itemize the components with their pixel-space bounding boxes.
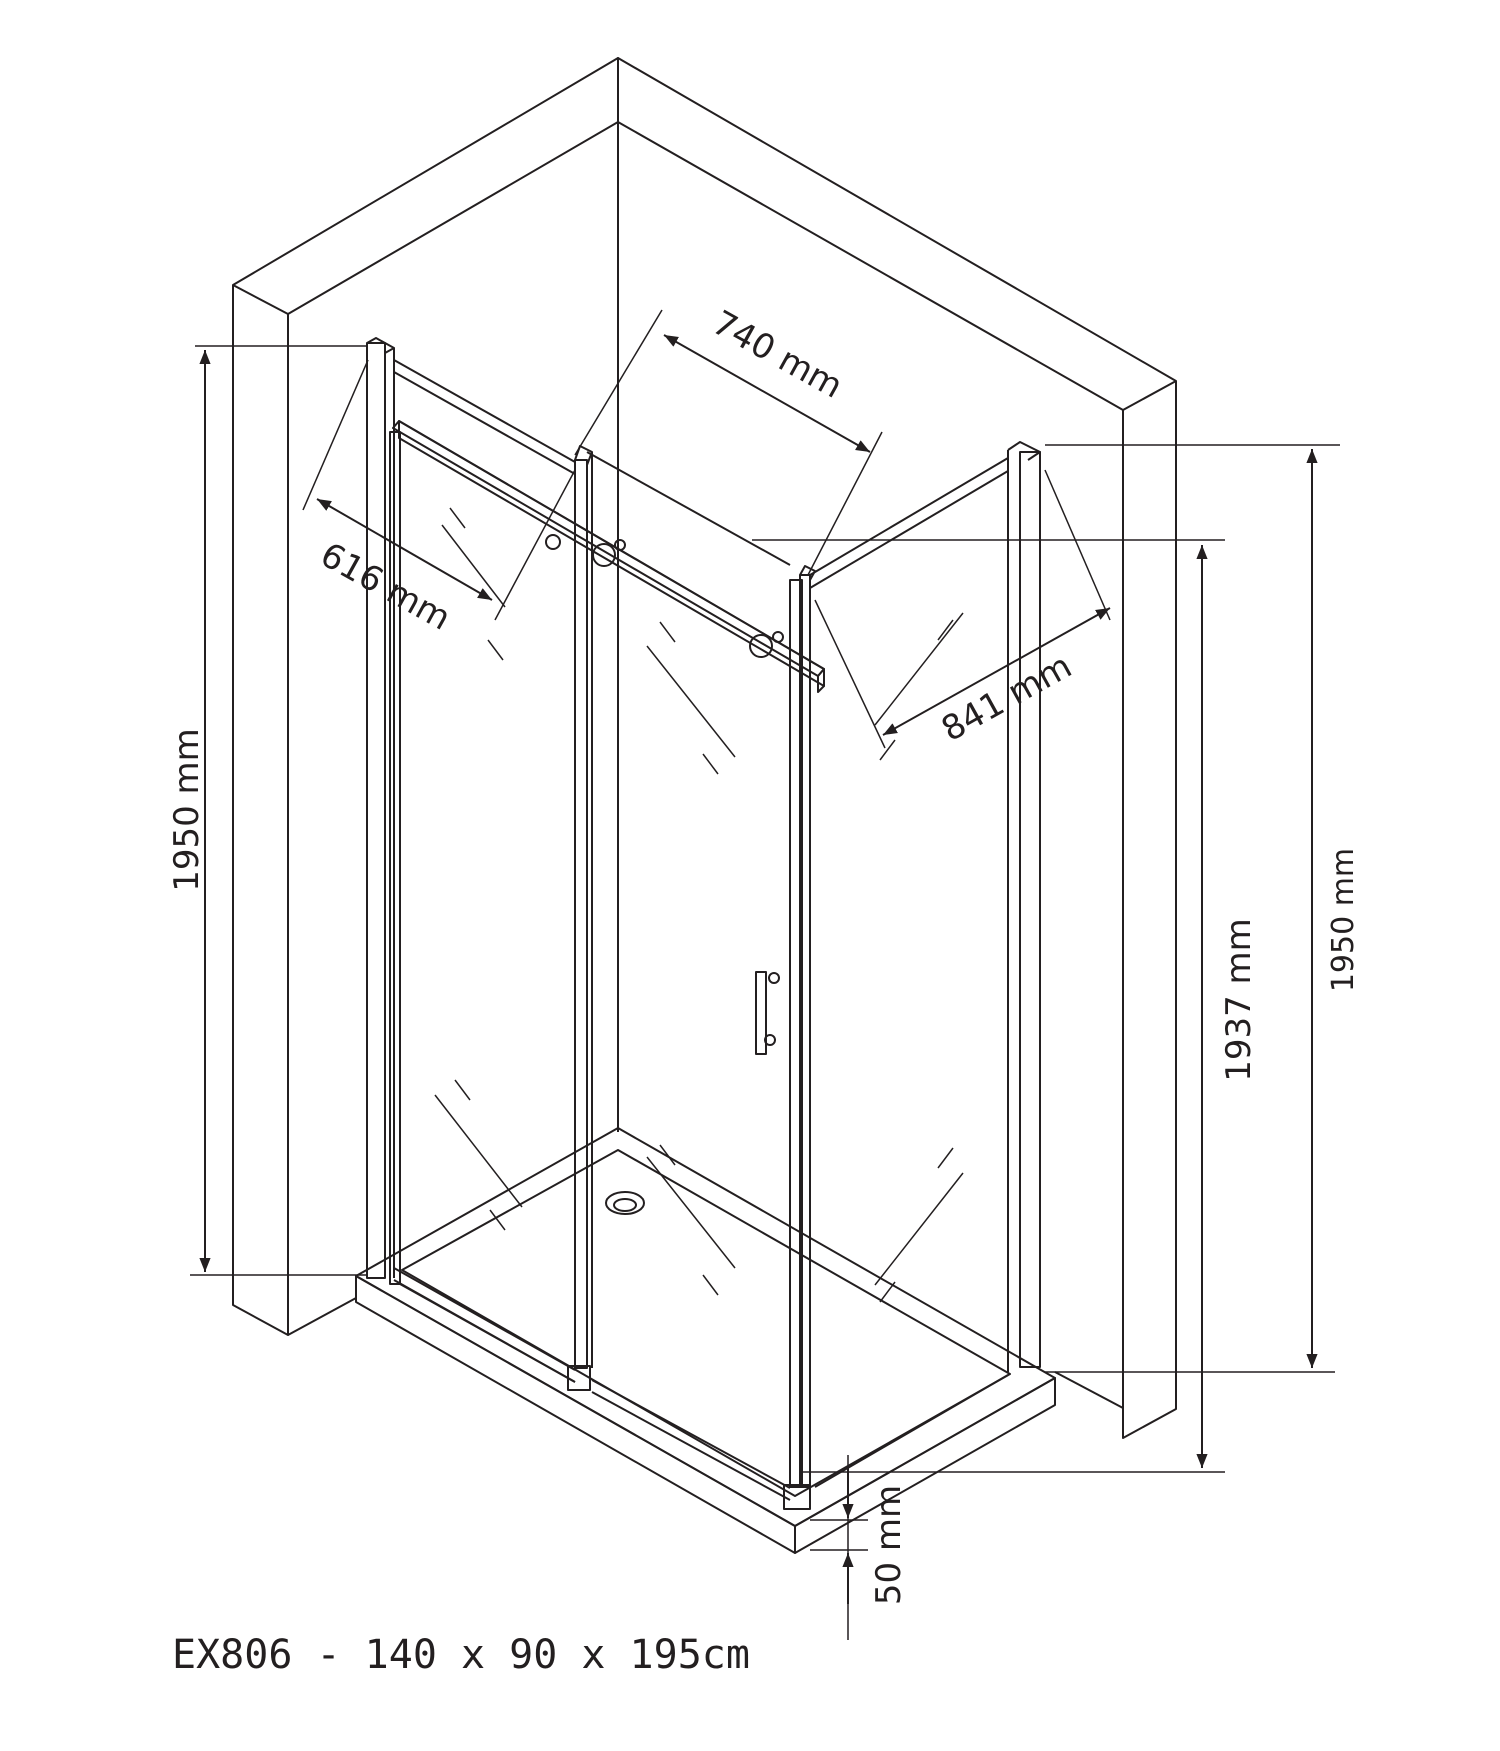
right-wall-inner-edge (1122, 380, 1177, 411)
right-wall-profile (1019, 451, 1041, 1368)
door-width-arrow (882, 607, 1111, 736)
door-handle-knob-icon (768, 972, 780, 984)
dimension-labels: 616 mm 740 mm 841 mm 1950 mm 1950 mm 193… (167, 303, 1361, 1605)
sliding-door (586, 451, 816, 1501)
front-panel-left-profile (389, 431, 401, 1285)
right-panel-top-2 (809, 470, 1009, 589)
tray-top (355, 1127, 1056, 1527)
dim-right-height: 1950 mm (1326, 848, 1361, 992)
left-wall-inner-edge (232, 284, 289, 315)
left-wall-floor (287, 1297, 357, 1336)
back-width-arrow (663, 334, 871, 453)
door-edge-profile (789, 579, 803, 1488)
shower-tray (355, 1127, 1056, 1554)
door-bottom-edge-2 (591, 1391, 791, 1501)
left-wall-profile (366, 342, 386, 1279)
dim-top-right-door: 841 mm (935, 646, 1079, 750)
left-panel-glass-edge (393, 371, 576, 475)
rail-end-cap (817, 668, 825, 693)
door-profile-cap (799, 565, 816, 581)
left-profile-cap (366, 337, 395, 354)
door-top-edge (586, 451, 791, 566)
tray-right-face (794, 1377, 1056, 1554)
front-fixed-panel (389, 431, 593, 1391)
rail-bar-front (398, 420, 825, 687)
roller-right-icon (749, 634, 773, 658)
room-walls (232, 57, 1177, 1439)
dim-inner-height: 1937 mm (1219, 918, 1259, 1082)
dim-top-back-width: 740 mm (706, 303, 850, 407)
left-panel-bottom-edge (393, 1267, 576, 1371)
right-panel-top (809, 457, 1009, 576)
right-side-panel (783, 441, 1041, 1510)
door-bottom-edge (591, 1379, 791, 1489)
roller-center-bolt-icon (614, 539, 626, 551)
dim-left-height: 1950 mm (167, 728, 207, 892)
right-wall-floor (1054, 1371, 1124, 1409)
roller-right-bolt-icon (772, 631, 784, 643)
right-panel-bottom (814, 1374, 1009, 1488)
left-wall (232, 57, 619, 1336)
drain-inner (613, 1198, 637, 1212)
left-side-panel (366, 337, 576, 1383)
sliding-rail (392, 420, 825, 693)
right-wall (617, 57, 1177, 1439)
door-handle-knob-bottom-icon (764, 1034, 776, 1046)
left-panel-top-edge (393, 359, 576, 463)
center-profile-cap (574, 445, 593, 466)
model-caption: EX806 - 140 x 90 x 195cm (172, 1632, 750, 1678)
front-panel-center-profile (574, 459, 588, 1369)
depth-arrow (316, 498, 493, 601)
glass-reflections (434, 507, 964, 1303)
center-profile-foot (567, 1365, 591, 1391)
tray-inner-rim (401, 1149, 1011, 1497)
roller-center-icon (592, 543, 616, 567)
door-edge-profile-inner (799, 574, 811, 1488)
front-panel-bottom-rail (399, 1283, 576, 1383)
dim-tray-height: 50 mm (869, 1485, 909, 1605)
right-profile-cap (1007, 441, 1041, 461)
door-foot-block (783, 1484, 811, 1510)
dimension-arrows (199, 334, 1318, 1604)
drain (605, 1191, 645, 1215)
roller-left-icon (545, 534, 561, 550)
